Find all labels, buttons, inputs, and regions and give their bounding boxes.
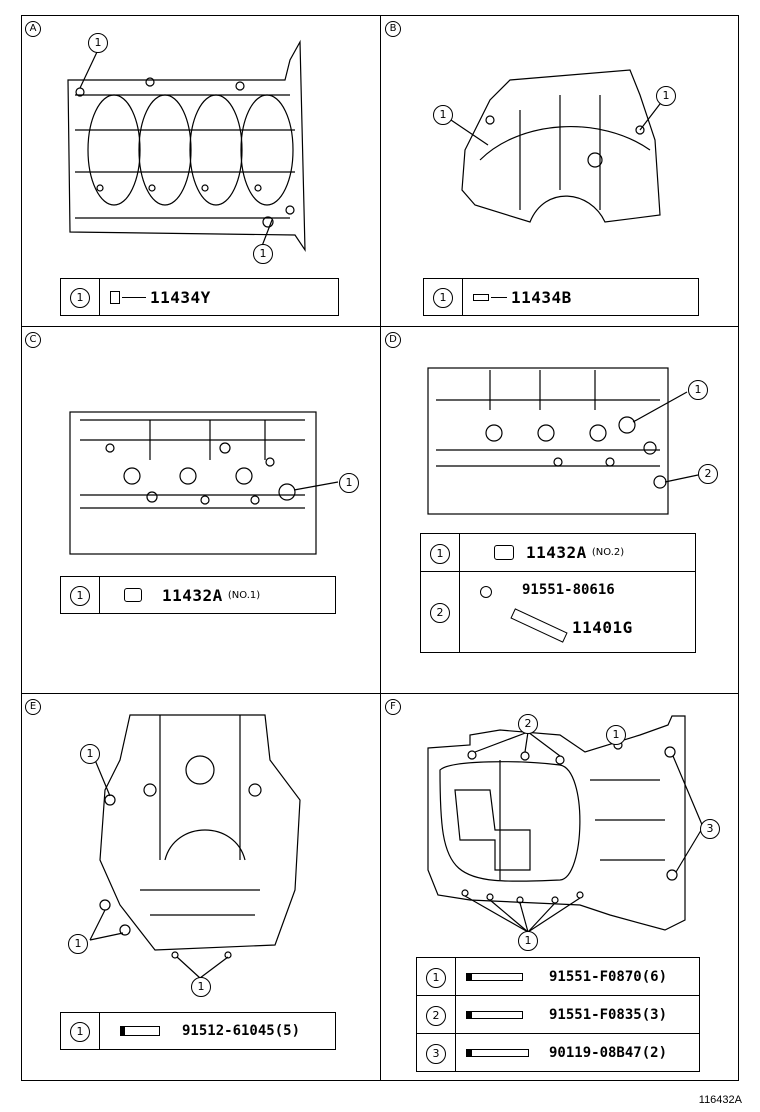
part-number: 91551-F0835(3) xyxy=(549,1006,668,1023)
divider-row-2 xyxy=(21,693,739,694)
panel-d-callout-1: 1 xyxy=(688,380,708,400)
panel-a-callout-2: 1 xyxy=(253,244,273,264)
row-number: 1 xyxy=(433,288,453,308)
table-row: 1 11432A (NO.1) xyxy=(60,576,336,614)
panel-b-callout-2: 1 xyxy=(656,86,676,106)
table-row: 2 91551-80616 11401G xyxy=(420,571,696,653)
part-number: 11432A xyxy=(162,585,223,605)
panel-e-callout-2: 1 xyxy=(68,934,88,954)
panel-f-parts-table: 1 91551-F0870(6) 2 91551-F0835(3) 3 9011… xyxy=(416,957,700,1072)
panel-f-letter: F xyxy=(385,699,401,715)
divider-row-1 xyxy=(21,326,739,327)
bolt-icon xyxy=(466,1010,523,1019)
panel-d-callout-2: 2 xyxy=(698,464,718,484)
plug-icon xyxy=(110,290,120,304)
plug-icon xyxy=(494,545,514,560)
figure-id: 116432A xyxy=(698,1094,742,1106)
panel-f-callout-1-bottom: 1 xyxy=(518,931,538,951)
part-note: (NO.2) xyxy=(591,547,625,558)
table-row: 1 11434Y xyxy=(60,278,339,316)
row-number: 1 xyxy=(70,1022,90,1042)
row-number: 1 xyxy=(430,543,450,564)
table-row: 3 90119-08B47(2) xyxy=(416,1033,700,1072)
part-number: 11434Y xyxy=(150,287,211,307)
panel-b-callout-1: 1 xyxy=(433,105,453,125)
panel-e-letter: E xyxy=(25,699,41,715)
bolt-icon xyxy=(466,1048,529,1057)
panel-c-parts-table: 1 11432A (NO.1) xyxy=(60,576,336,614)
bolt-icon xyxy=(120,1026,160,1036)
part-number: 91512-61045(5) xyxy=(182,1023,301,1039)
panel-c-callout-1: 1 xyxy=(339,473,359,493)
panel-d-letter: D xyxy=(385,332,401,348)
row-number: 1 xyxy=(70,288,90,308)
plug-icon xyxy=(124,588,142,602)
table-row: 2 91551-F0835(3) xyxy=(416,995,700,1034)
panel-f-callout-3: 3 xyxy=(700,819,720,839)
panel-e-callout-1: 1 xyxy=(80,744,100,764)
divider-vertical xyxy=(380,15,381,1081)
row-number: 1 xyxy=(426,967,446,988)
part-number: 91551-80616 xyxy=(522,582,615,598)
row-number: 1 xyxy=(70,586,90,606)
panel-a-callout-1: 1 xyxy=(88,33,108,53)
part-number-2: 11401G xyxy=(572,618,633,637)
bolt-icon xyxy=(480,586,492,598)
bolt-icon xyxy=(466,972,523,981)
part-note: (NO.1) xyxy=(227,589,261,601)
table-row: 1 11434B xyxy=(423,278,699,316)
part-number: 11432A xyxy=(526,543,587,562)
part-number: 90119-08B47(2) xyxy=(549,1044,668,1061)
panel-b-letter: B xyxy=(385,21,401,37)
part-number: 11434B xyxy=(511,287,572,307)
panel-c-letter: C xyxy=(25,332,41,348)
panel-b-parts-table: 1 11434B xyxy=(423,278,699,316)
panel-a-letter: A xyxy=(25,21,41,37)
row-number: 2 xyxy=(430,603,450,623)
panel-f-callout-1-top: 1 xyxy=(606,725,626,745)
panel-d-parts-table: 1 11432A (NO.2) 2 91551-80616 11401G xyxy=(420,533,696,653)
table-row: 1 91551-F0870(6) xyxy=(416,957,700,996)
part-number: 91551-F0870(6) xyxy=(549,968,668,985)
panel-e-parts-table: 1 91512-61045(5) xyxy=(60,1012,336,1050)
pin-icon xyxy=(473,293,489,301)
table-row: 1 91512-61045(5) xyxy=(60,1012,336,1050)
panel-e-callout-3: 1 xyxy=(191,977,211,997)
row-number: 2 xyxy=(426,1005,446,1026)
panel-a-parts-table: 1 11434Y xyxy=(60,278,339,316)
row-number: 3 xyxy=(426,1043,446,1064)
panel-f-callout-2: 2 xyxy=(518,714,538,734)
